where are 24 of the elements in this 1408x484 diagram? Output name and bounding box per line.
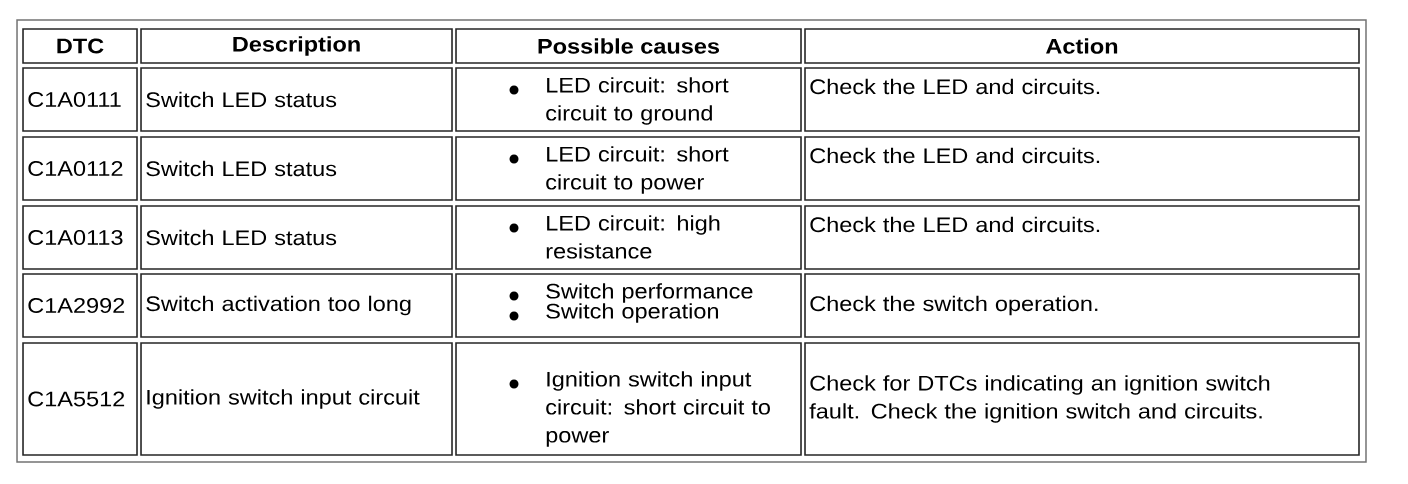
table-cell: Switch performance Switch operation [455, 273, 802, 338]
header-cell: Possible causes [455, 28, 802, 64]
table-cell: LED circuit: short circuit to power [455, 136, 802, 201]
table-cell: C1A5512 [22, 342, 138, 456]
table-cell: Switch LED status [140, 67, 453, 132]
table-cell: Check the LED and circuits. [804, 67, 1360, 132]
table-cell: Ignition switch input circuit [140, 342, 453, 456]
header-cell: Action [804, 28, 1360, 64]
table-cell: LED circuit: high resistance [455, 205, 802, 270]
table-cell: Check the LED and circuits. [804, 205, 1360, 270]
header-cell: Description [140, 28, 453, 64]
table-cell: Ignition switch input circuit: short circuit to power [455, 342, 802, 456]
table-cell: Switch LED status [140, 205, 453, 270]
header-cell: DTC [22, 28, 138, 64]
table-cell: C1A0112 [22, 136, 138, 201]
table-cell: Check for DTCs indicating an ignition switch fault. Check the ignition switch and circuits. [804, 342, 1360, 456]
table-cell: Check the LED and circuits. [804, 136, 1360, 201]
table-cell: C1A0113 [22, 205, 138, 270]
table-cell: Switch LED status [140, 136, 453, 201]
table-cell: Switch activation too long [140, 273, 453, 338]
table-cell: LED circuit: short circuit to ground [455, 67, 802, 132]
table-cell: C1A2992 [22, 273, 138, 338]
table-cell: C1A0111 [22, 67, 138, 132]
table-cell: Check the switch operation. [804, 273, 1360, 338]
